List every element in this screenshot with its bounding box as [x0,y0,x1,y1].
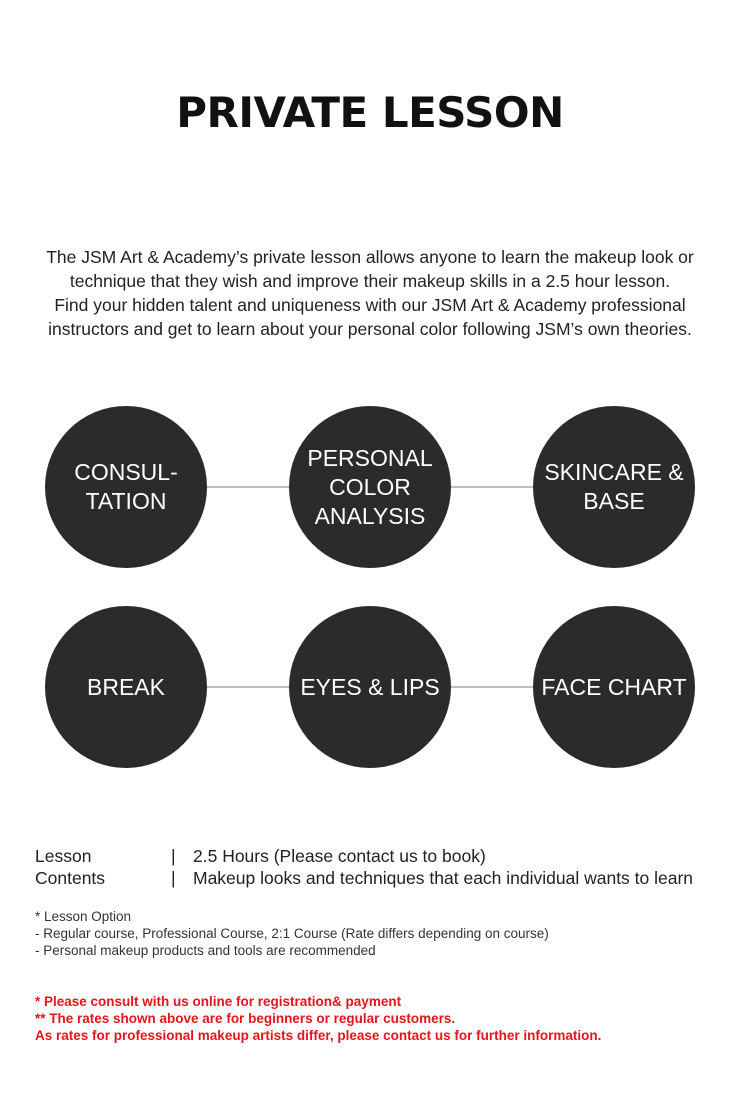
page-title: PRIVATE LESSON [176,88,564,137]
option-line: - Regular course, Professional Course, 2… [35,926,549,941]
info-value: 2.5 Hours (Please contact us to book) [193,846,486,866]
step-label: COLOR [329,473,411,500]
step-label: BASE [583,488,645,514]
step-label: TATION [85,488,167,514]
step-connector [451,686,533,688]
step-label: FACE CHART [541,673,687,700]
option-line: - Personal makeup products and tools are… [35,943,376,958]
step-label: BREAK [87,673,165,700]
step-circle-consultation: CONSUL- TATION [45,406,207,568]
registration-notes: * Please consult with us online for regi… [35,993,601,1044]
step-label: CONSUL- [74,459,178,485]
note-line: * Please consult with us online for regi… [35,994,402,1009]
option-line: * Lesson Option [35,909,132,924]
step-connector [207,486,289,488]
info-label: Lesson [35,846,92,866]
note-line: As rates for professional makeup artists… [35,1028,602,1043]
step-label: ANALYSIS [314,502,426,529]
intro-line: technique that they wish and improve the… [69,271,671,291]
intro-line: The JSM Art & Academy’s private lesson a… [46,247,694,267]
intro-line: instructors and get to learn about your … [48,319,692,339]
info-separator: | [171,868,176,888]
lesson-options: * Lesson Option - Regular course, Profes… [35,908,549,959]
step-label: PERSONAL [307,444,433,471]
step-label: EYES & LIPS [300,673,440,700]
step-connector [207,686,289,688]
step-connector [451,486,533,488]
step-circle-skincare-base: SKINCARE & BASE [533,406,695,568]
step-circle-break: BREAK [45,606,207,768]
intro-line: Find your hidden talent and uniqueness w… [54,295,686,315]
step-circle-eyes-lips: EYES & LIPS [289,606,451,768]
note-line: ** The rates shown above are for beginne… [35,1011,456,1026]
step-circle-personal-color-analysis: PERSONAL COLOR ANALYSIS [289,406,451,568]
info-label: Contents [35,868,106,888]
intro-paragraph: The JSM Art & Academy’s private lesson a… [20,245,720,341]
step-circle-face-chart: FACE CHART [533,606,695,768]
step-label: SKINCARE & [544,459,684,485]
info-separator: | [171,846,176,866]
info-value: Makeup looks and techniques that each in… [193,868,694,888]
